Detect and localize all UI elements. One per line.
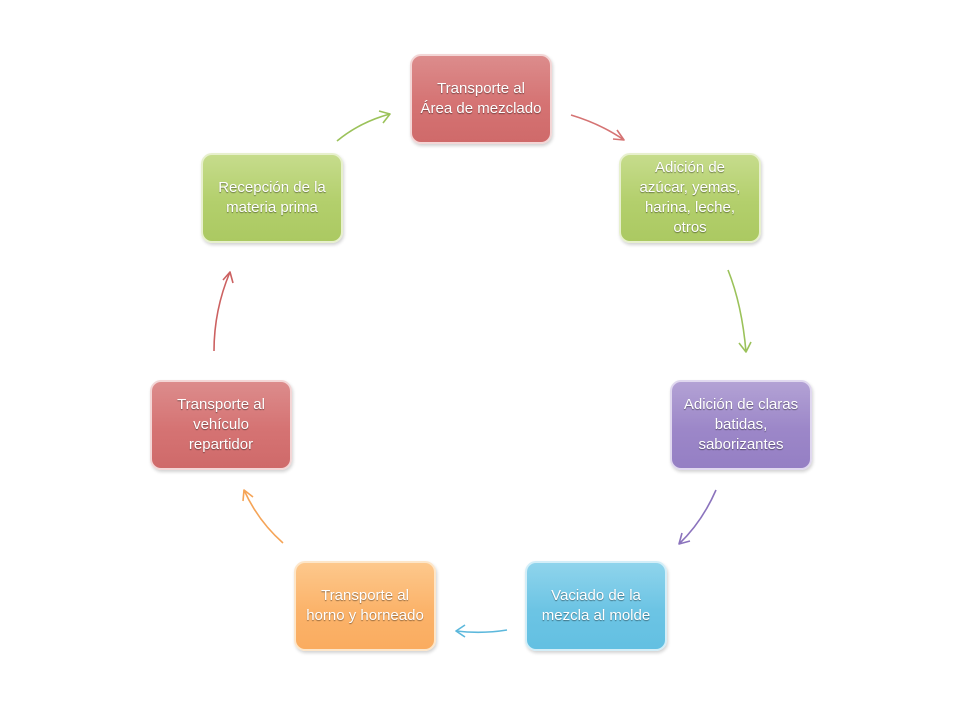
arrow-recv-to-mix (336, 110, 391, 142)
step-label: Adición de azúcar, yemas, harina, leche,… (639, 159, 741, 236)
arrow-pour-to-oven (455, 624, 508, 638)
arrow-add2-to-pour (678, 489, 717, 545)
step-label: Recepción de la materia prima (218, 179, 326, 216)
step-label: Transporte al horno y horneado (306, 587, 424, 624)
step-transport-delivery-vehicle: Transporte al vehículo repartidor (150, 380, 292, 470)
step-label: Vaciado de la mezcla al molde (541, 587, 651, 624)
step-receive-raw-material: Recepción de la materia prima (201, 153, 343, 243)
step-pour-into-mold: Vaciado de la mezcla al molde (525, 561, 667, 651)
step-transport-mixing-area: Transporte al Área de mezclado (410, 54, 552, 144)
arrow-truck-to-recv (213, 271, 234, 352)
arrow-mix-to-add1 (570, 114, 625, 141)
step-add-dry-ingredients: Adición de azúcar, yemas, harina, leche,… (619, 153, 761, 243)
step-add-whipped-whites: Adición de claras batidas, saborizantes (670, 380, 812, 470)
step-label: Transporte al vehículo repartidor (177, 396, 265, 453)
arrow-oven-to-truck (242, 489, 284, 544)
step-label: Transporte al Área de mezclado (420, 80, 542, 117)
arrow-add1-to-add2 (727, 269, 752, 353)
step-label: Adición de claras batidas, saborizantes (683, 396, 799, 453)
step-transport-oven-baking: Transporte al horno y horneado (294, 561, 436, 651)
